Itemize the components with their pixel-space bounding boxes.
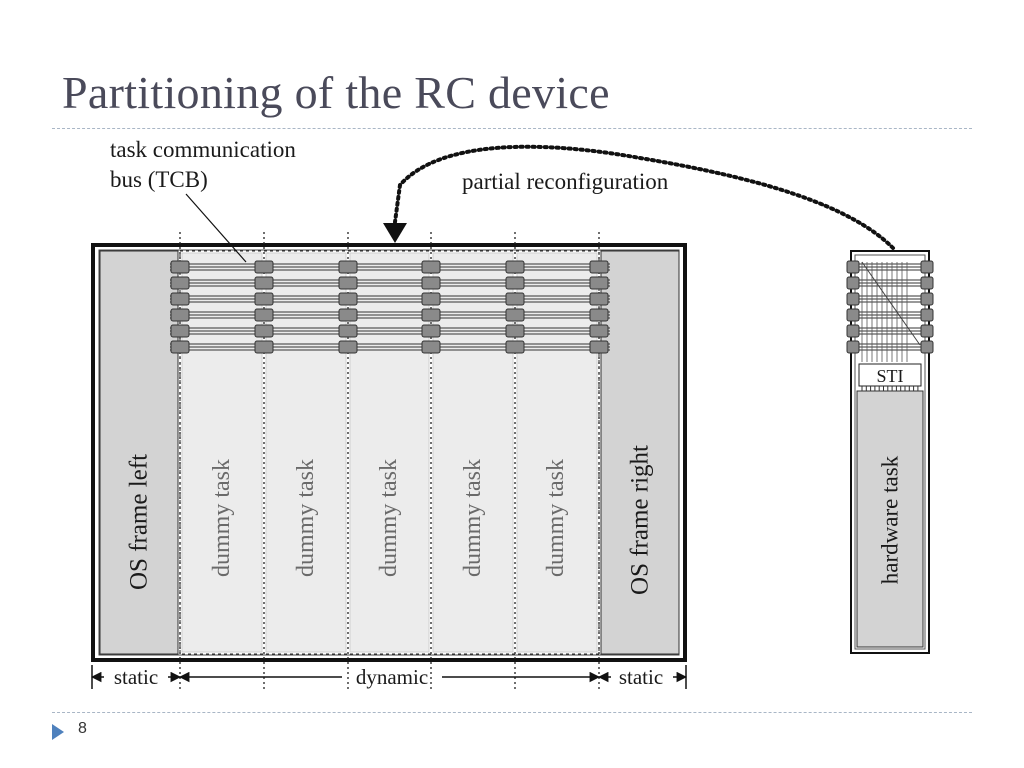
partial-reconfiguration-arrow — [393, 144, 895, 250]
sti-pins — [861, 386, 919, 391]
bus-connector — [421, 308, 441, 322]
bus-connector — [254, 324, 274, 338]
bus-connector — [338, 260, 358, 274]
static-right-label: static — [619, 665, 663, 689]
hw-bus-connector — [846, 292, 860, 306]
footer-triangle-icon — [52, 724, 64, 740]
hw-bus-connector — [920, 324, 934, 338]
bus-connector — [254, 276, 274, 290]
title-divider — [52, 128, 972, 129]
hw-bus-connector — [920, 276, 934, 290]
dummy-task-label: dummy task — [376, 459, 402, 577]
bus-connector — [338, 292, 358, 306]
os-frame-left — [99, 250, 179, 655]
bus-connector — [589, 340, 609, 354]
hw-bus-connector — [920, 260, 934, 274]
dummy-task-column — [349, 252, 430, 653]
bus-connector — [170, 340, 190, 354]
bus-connector — [589, 292, 609, 306]
dynamic-label: dynamic — [356, 665, 428, 689]
dummy-task-columns — [181, 252, 598, 653]
bus-connector — [589, 260, 609, 274]
hardware-task-label: hardware task — [878, 455, 903, 584]
hw-bus-connector — [846, 276, 860, 290]
bus-connector — [338, 276, 358, 290]
hw-bus-connector — [846, 324, 860, 338]
dummy-task-column — [432, 252, 514, 653]
bus-connector — [254, 292, 274, 306]
bus-connector — [421, 324, 441, 338]
partial-reconfiguration-label: partial reconfiguration — [462, 169, 669, 194]
os-frame-right — [600, 250, 680, 655]
hw-bus-connector — [846, 260, 860, 274]
bus-connector — [505, 308, 525, 322]
hw-bus-connector — [920, 292, 934, 306]
task-communication-bus — [170, 260, 610, 354]
dummy-task-label: dummy task — [293, 459, 319, 577]
os-frame-left-label: OS frame left — [126, 454, 153, 590]
bus-connector — [254, 308, 274, 322]
bus-connector — [254, 260, 274, 274]
hw-bus-connector — [846, 340, 860, 354]
dummy-task-column — [181, 252, 263, 653]
dimension-row: static dynamic static — [90, 665, 688, 689]
bus-connector — [421, 276, 441, 290]
bus-connector — [421, 340, 441, 354]
hardware-task-bus — [846, 260, 934, 362]
bus-connector — [170, 292, 190, 306]
static-left-label: static — [114, 665, 158, 689]
os-frame-right-label: OS frame right — [627, 445, 654, 595]
bus-connector — [421, 292, 441, 306]
bus-connector — [170, 308, 190, 322]
bus-connector — [505, 260, 525, 274]
bus-connector — [505, 324, 525, 338]
bus-connector — [338, 340, 358, 354]
bus-connector — [421, 260, 441, 274]
bus-connector — [170, 276, 190, 290]
hw-bus-connector — [920, 308, 934, 322]
bus-connector — [338, 324, 358, 338]
slide-number: 8 — [78, 720, 87, 737]
bus-connector — [589, 308, 609, 322]
hw-bus-connector — [846, 308, 860, 322]
dummy-task-label: dummy task — [460, 459, 486, 577]
hw-bus-connector — [920, 340, 934, 354]
bus-connector — [254, 340, 274, 354]
bus-connector — [589, 324, 609, 338]
bus-connector — [170, 324, 190, 338]
dummy-task-column — [265, 252, 347, 653]
bus-connector — [338, 308, 358, 322]
tcb-label-line1: task communication — [110, 137, 296, 162]
dummy-task-column — [516, 252, 598, 653]
bus-connector — [505, 276, 525, 290]
partition-boundaries — [179, 232, 600, 690]
dummy-task-label: dummy task — [209, 459, 235, 577]
hardware-task-body — [856, 390, 924, 648]
bus-connector — [505, 340, 525, 354]
bus-connector — [505, 292, 525, 306]
sti-label: STI — [877, 366, 904, 386]
bus-connector — [589, 276, 609, 290]
slide-title: Partitioning of the RC device — [62, 67, 610, 118]
dummy-task-label: dummy task — [543, 459, 569, 577]
footer-divider — [52, 712, 972, 713]
hardware-task-inner-frame — [854, 254, 926, 650]
sti-box — [858, 363, 922, 387]
bus-connector — [170, 260, 190, 274]
partial-reconfiguration-arrowhead — [383, 223, 407, 243]
tcb-leader-line — [185, 193, 247, 263]
tcb-label-line2: bus (TCB) — [110, 167, 208, 192]
hw-internal-wire — [861, 261, 921, 346]
